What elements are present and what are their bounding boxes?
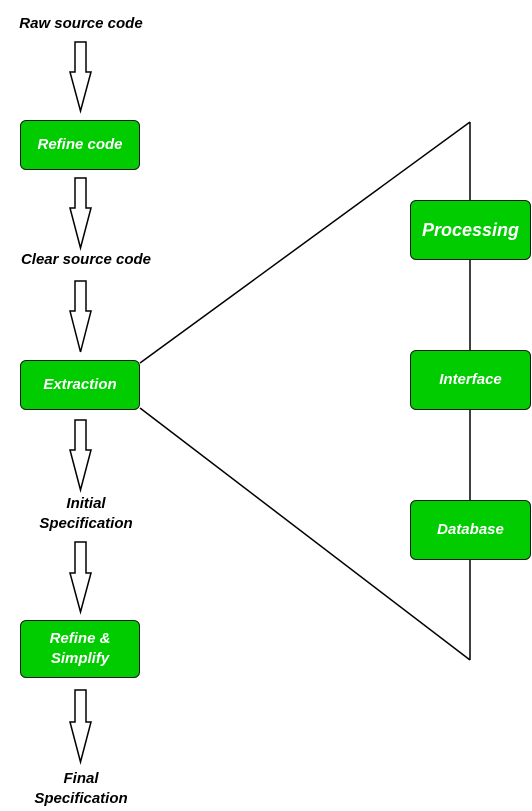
refine-simplify-line1: Refine &	[49, 630, 111, 647]
initial-spec-line2: Specification	[39, 515, 133, 532]
clear-source-label: Clear source code	[20, 251, 152, 268]
expansion-line-top	[139, 121, 471, 364]
down-arrow-4	[69, 419, 92, 493]
expansion-line-bottom	[139, 407, 471, 661]
refine-code-label: Refine code	[37, 136, 123, 153]
interface-label: Interface	[439, 371, 502, 388]
refine-simplify-box[interactable]: Refine & Simplify	[20, 620, 140, 678]
down-arrow-1	[69, 41, 92, 114]
processing-label: Processing	[421, 220, 520, 240]
initial-spec-line1: Initial	[66, 495, 106, 512]
database-box[interactable]: Database	[410, 500, 531, 560]
down-arrow-6	[69, 689, 92, 765]
extraction-box[interactable]: Extraction	[20, 360, 140, 410]
refine-simplify-line2: Simplify	[50, 650, 110, 667]
extraction-label: Extraction	[43, 376, 117, 393]
down-arrow-5	[69, 541, 92, 615]
final-spec-label: Final Specification	[0, 769, 162, 809]
final-spec-line1: Final	[63, 770, 99, 787]
raw-source-label: Raw source code	[19, 15, 143, 32]
down-arrow-2	[69, 177, 92, 251]
processing-box[interactable]: Processing	[410, 200, 531, 260]
final-spec-line2: Specification	[34, 790, 128, 807]
initial-spec-label: Initial Specification	[0, 494, 172, 534]
interface-box[interactable]: Interface	[410, 350, 531, 410]
database-label: Database	[437, 521, 504, 538]
refine-code-box[interactable]: Refine code	[20, 120, 140, 170]
down-arrow-3	[69, 280, 92, 353]
